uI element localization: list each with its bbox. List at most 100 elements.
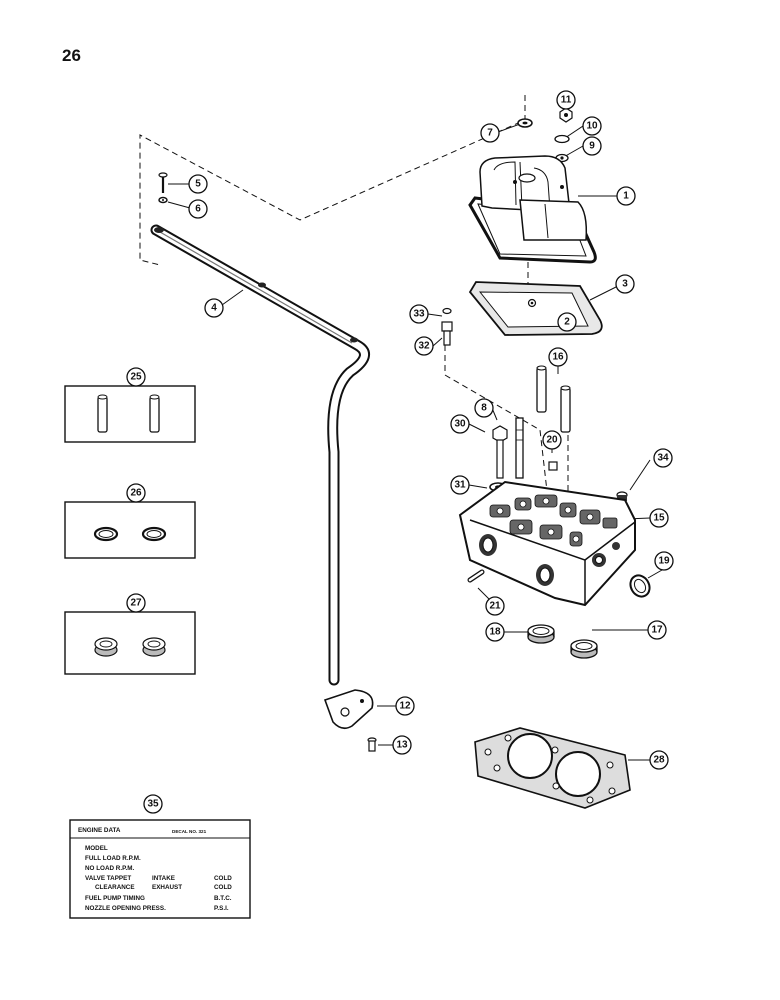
decal-number: DECAL NO. 321 bbox=[172, 829, 207, 834]
svg-text:16: 16 bbox=[552, 352, 564, 363]
callout-30: 30 bbox=[450, 414, 470, 434]
decal-psi: P.S.I. bbox=[214, 905, 229, 912]
callout-32: 32 bbox=[414, 336, 434, 356]
page-number: 26 bbox=[62, 46, 81, 65]
callouts: 1 2 3 4 5 6 7 8 9 10 11 12 13 15 16 17 1… bbox=[126, 90, 674, 814]
svg-text:18: 18 bbox=[489, 627, 501, 638]
decal-intake: INTAKE bbox=[152, 875, 175, 882]
svg-text:30: 30 bbox=[454, 419, 466, 430]
clip-plate-part-12 bbox=[323, 689, 374, 730]
screw-part-5 bbox=[158, 172, 168, 193]
svg-text:15: 15 bbox=[653, 513, 665, 524]
bent-tube-part bbox=[150, 224, 370, 686]
decal-btc: B.T.C. bbox=[214, 895, 232, 902]
insert-part-17 bbox=[570, 639, 598, 659]
callout-11: 11 bbox=[556, 90, 576, 110]
callout-1: 1 bbox=[616, 186, 636, 206]
kit-box-26 bbox=[64, 501, 196, 559]
callout-17: 17 bbox=[647, 620, 667, 640]
callout-5: 5 bbox=[188, 174, 208, 194]
leader-lines bbox=[167, 108, 663, 761]
callout-26: 26 bbox=[126, 483, 146, 503]
svg-text:26: 26 bbox=[130, 488, 142, 499]
callout-15: 15 bbox=[649, 508, 669, 528]
svg-text:27: 27 bbox=[130, 598, 142, 609]
svg-text:1: 1 bbox=[623, 191, 629, 202]
callout-35: 35 bbox=[143, 794, 163, 814]
callout-12: 12 bbox=[395, 696, 415, 716]
engine-data-decal: ENGINE DATA DECAL NO. 321 MODEL FULL LOA… bbox=[69, 819, 251, 919]
svg-text:4: 4 bbox=[211, 303, 217, 314]
screw-part-13 bbox=[367, 737, 377, 752]
svg-text:12: 12 bbox=[399, 701, 411, 712]
bolt-part-30 bbox=[492, 425, 508, 479]
washer-part-6 bbox=[158, 196, 168, 204]
svg-text:5: 5 bbox=[195, 179, 201, 190]
stud-part-8 bbox=[515, 417, 524, 479]
washer-part-7 bbox=[517, 118, 533, 128]
svg-text:28: 28 bbox=[653, 755, 665, 766]
svg-text:13: 13 bbox=[396, 740, 408, 751]
callout-3: 3 bbox=[615, 274, 635, 294]
decal-no-load: NO LOAD R.P.M. bbox=[85, 865, 134, 872]
svg-text:7: 7 bbox=[487, 128, 493, 139]
cover-gasket-part-3 bbox=[468, 281, 603, 336]
svg-text:8: 8 bbox=[481, 403, 487, 414]
callout-18: 18 bbox=[485, 622, 505, 642]
rocker-cover-part-1 bbox=[468, 155, 597, 264]
svg-text:19: 19 bbox=[658, 556, 670, 567]
decal-nozzle: NOZZLE OPENING PRESS. bbox=[85, 905, 166, 912]
stud-part-21 bbox=[467, 569, 485, 583]
svg-text:10: 10 bbox=[586, 121, 598, 132]
washer-part-33 bbox=[442, 307, 452, 315]
decal-valve-tappet: VALVE TAPPET bbox=[85, 875, 131, 882]
svg-text:2: 2 bbox=[564, 317, 570, 328]
callout-31: 31 bbox=[450, 475, 470, 495]
decal-full-load: FULL LOAD R.P.M. bbox=[85, 855, 141, 862]
callout-21: 21 bbox=[485, 596, 505, 616]
svg-text:3: 3 bbox=[622, 279, 628, 290]
svg-text:21: 21 bbox=[489, 601, 501, 612]
decal-title: ENGINE DATA bbox=[78, 827, 121, 834]
callout-4: 4 bbox=[204, 298, 224, 318]
callout-25: 25 bbox=[126, 367, 146, 387]
decal-cold-1: COLD bbox=[214, 875, 232, 882]
svg-text:34: 34 bbox=[657, 453, 669, 464]
svg-text:9: 9 bbox=[589, 141, 595, 152]
decal-model: MODEL bbox=[85, 845, 108, 852]
callout-33: 33 bbox=[409, 304, 429, 324]
svg-text:35: 35 bbox=[147, 799, 159, 810]
svg-text:25: 25 bbox=[130, 372, 142, 383]
svg-text:6: 6 bbox=[195, 204, 201, 215]
decal-clearance: CLEARANCE bbox=[95, 884, 135, 891]
callout-20: 20 bbox=[542, 430, 562, 450]
plug-part-34 bbox=[616, 491, 628, 501]
insert-part-18 bbox=[527, 624, 555, 644]
callout-13: 13 bbox=[392, 735, 412, 755]
head-gasket-part-28 bbox=[474, 727, 631, 809]
nut-part-20 bbox=[548, 461, 558, 471]
callout-10: 10 bbox=[582, 116, 602, 136]
callout-2: 2 bbox=[557, 312, 577, 332]
callout-28: 28 bbox=[649, 750, 669, 770]
callout-8: 8 bbox=[474, 398, 494, 418]
nut-part-11 bbox=[559, 107, 573, 123]
callout-6: 6 bbox=[188, 199, 208, 219]
svg-text:20: 20 bbox=[546, 435, 558, 446]
svg-text:31: 31 bbox=[454, 480, 466, 491]
decal-cold-2: COLD bbox=[214, 884, 232, 891]
grommet-part-2 bbox=[527, 298, 537, 308]
callout-9: 9 bbox=[582, 136, 602, 156]
fitting-part-32 bbox=[441, 321, 453, 346]
callout-27: 27 bbox=[126, 593, 146, 613]
seat-ring-part-19 bbox=[629, 574, 651, 598]
kit-box-27 bbox=[64, 611, 196, 675]
svg-text:11: 11 bbox=[561, 95, 572, 106]
callout-19: 19 bbox=[654, 551, 674, 571]
decal-exhaust: EXHAUST bbox=[152, 884, 182, 891]
svg-text:33: 33 bbox=[413, 309, 425, 320]
svg-text:32: 32 bbox=[418, 341, 430, 352]
decal-fuel-pump: FUEL PUMP TIMING bbox=[85, 895, 145, 902]
cylinder-head-part-15 bbox=[458, 480, 636, 607]
